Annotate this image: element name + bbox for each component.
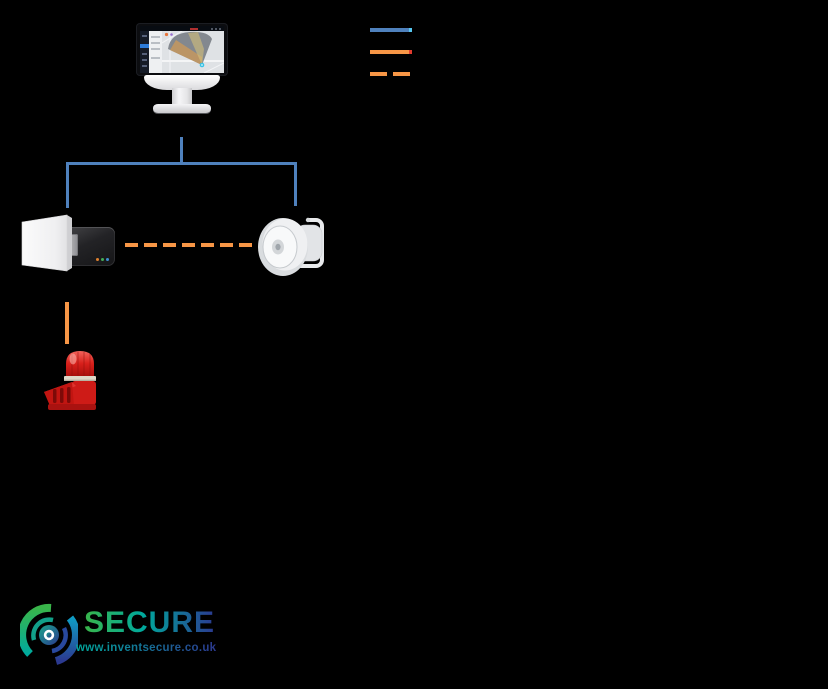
sounder-body (72, 381, 96, 405)
connection-horizontal-bus (66, 162, 297, 165)
monitor-stand-neck (172, 88, 192, 106)
beacon-sounder-icon (44, 351, 96, 410)
app-topbar-icons (211, 28, 221, 30)
sounder-horn (44, 382, 74, 406)
monitor-screen (140, 26, 224, 73)
coverage-zone-tan (170, 40, 202, 65)
radar-status-leds (96, 258, 109, 261)
app-sidebar (140, 31, 149, 73)
legend-line-signal-solid (370, 50, 412, 54)
app-topbar (140, 26, 224, 31)
brand-logo-icon (20, 603, 78, 665)
connection-monitor-drop (180, 137, 183, 165)
radar-antenna-panel (21, 214, 72, 272)
legend-network-end-tick (409, 28, 412, 32)
monitor-icon (136, 15, 228, 113)
monitor-stand-base (153, 104, 211, 113)
connection-to-radar (66, 162, 69, 208)
radar-connector (69, 234, 78, 256)
legend-line-signal-dashed (370, 72, 410, 76)
app-sidebar-active-item (140, 44, 149, 48)
signal-line-radar-to-beacon (65, 302, 69, 344)
legend-signal-end-tick (409, 50, 412, 54)
radar-coverage-map (161, 30, 224, 73)
monitor-stand-shoulder (144, 75, 220, 90)
coverage-zone-yellow (188, 32, 204, 65)
radar-sensor-icon (19, 213, 117, 273)
brand-url: www.inventsecure.co.uk (76, 642, 217, 654)
connection-to-speaker (294, 162, 297, 206)
brand-name: SECURE (84, 606, 216, 639)
app-map-view (161, 30, 224, 73)
map-badge-purple (170, 33, 173, 36)
legend-line-network (370, 28, 412, 32)
map-badge-orange (164, 32, 169, 37)
signal-line-radar-to-speaker (125, 243, 253, 247)
app-alert-indicator (190, 28, 198, 30)
app-settings-panel (149, 31, 162, 73)
horn-speaker-icon (258, 217, 324, 276)
